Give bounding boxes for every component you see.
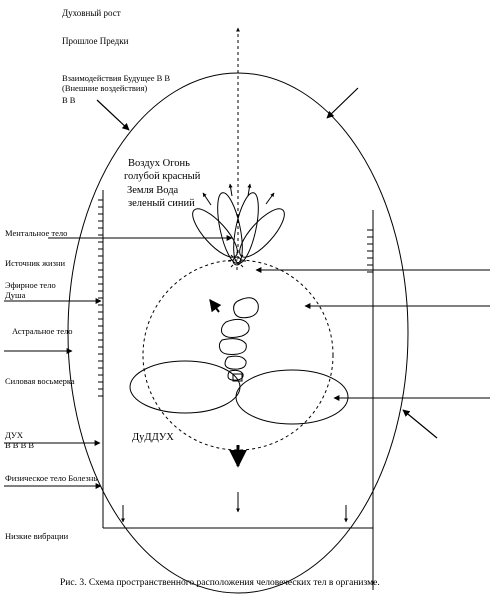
label-spirit-vvvv: В В В В <box>5 440 35 450</box>
petal-radiating-arrows <box>202 183 275 206</box>
label-physical-body: Физическое тело Болезнь <box>5 473 98 483</box>
label-soul: Душа <box>5 290 26 300</box>
label-astral-body: Астральное тело <box>12 326 73 336</box>
label-interaction-future: Взаимодействия Будущее В В (Внешние возд… <box>62 73 171 93</box>
diagonal-external-arrows <box>96 87 438 439</box>
figure-caption: Рис. 3. Схема пространственного располож… <box>60 578 380 588</box>
label-low-vibrations: Низкие вибрации <box>5 531 69 541</box>
left-ruler-ticks <box>98 199 103 397</box>
label-life-source: Источник жизни <box>5 258 66 268</box>
power-octet-figure-eight <box>129 360 349 425</box>
life-source-sun-icon <box>228 252 246 270</box>
upward-diagonal-arrow <box>209 299 222 313</box>
label-duddukh: ДуДДУХ <box>132 432 174 443</box>
inner-dashed-circle <box>142 259 334 451</box>
label-elements-blue-red: голубой красный <box>124 171 201 182</box>
label-mental-body: Ментальное тело <box>5 228 68 238</box>
label-spiritual-growth: Духовный рост <box>62 8 121 18</box>
right-incoming-arrows <box>255 267 490 401</box>
right-ruler-ticks <box>367 229 373 273</box>
lotus-petals <box>192 192 285 264</box>
label-interaction-vv: В В <box>62 95 76 105</box>
label-power-octet: Силовая восьмерка <box>5 376 75 386</box>
label-elements-air-fire: Воздух Огонь <box>128 158 190 169</box>
ground-down-arrows <box>121 492 348 523</box>
label-etheric-body: Эфирное тело <box>5 280 56 290</box>
label-elements-earth-water: Земля Вода <box>127 185 179 196</box>
label-spirit: ДУХ <box>5 430 24 440</box>
left-incoming-arrows <box>4 235 233 489</box>
label-past-ancestors: Прошлое Предки <box>62 36 129 46</box>
label-elements-green-blue: зеленый синий <box>128 198 195 209</box>
central-stacked-lobes <box>218 297 259 382</box>
